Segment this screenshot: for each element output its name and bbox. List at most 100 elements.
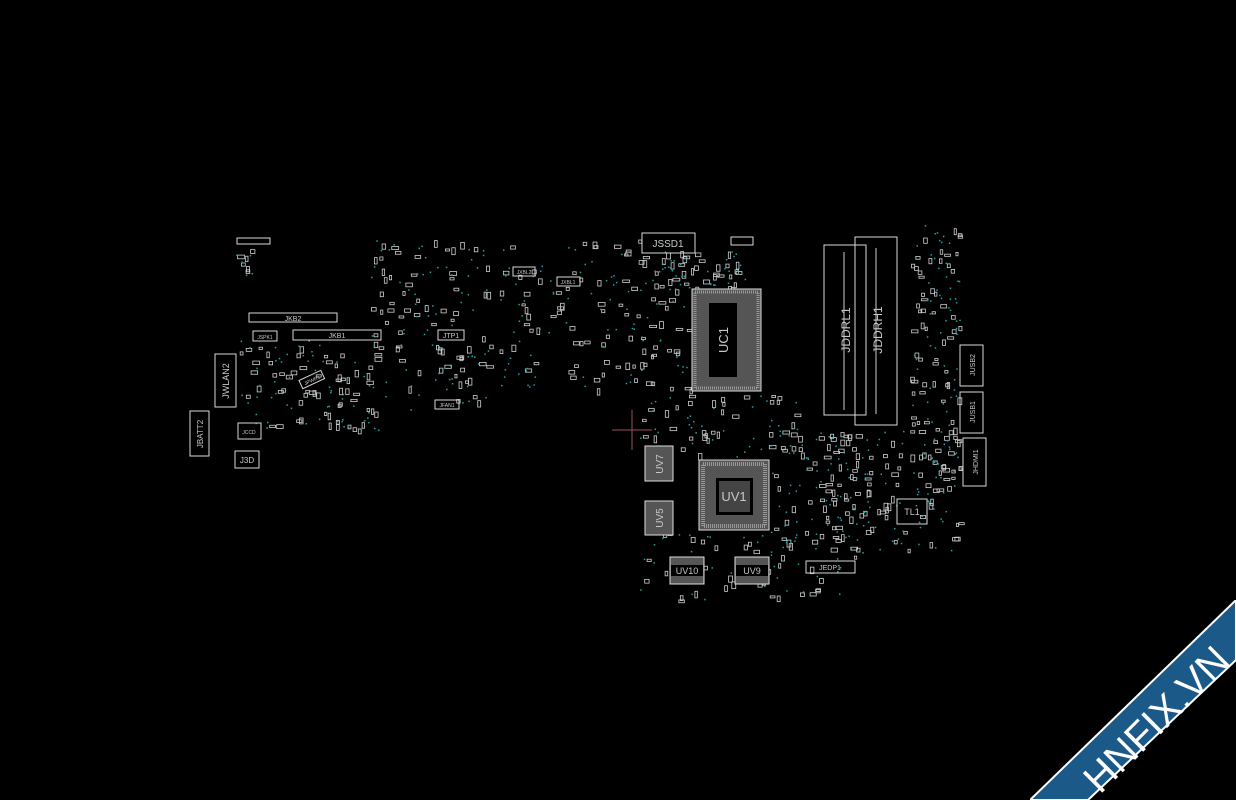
passive-component[interactable]: [706, 437, 710, 444]
passive-component[interactable]: [725, 263, 730, 269]
passive-component[interactable]: [925, 483, 932, 489]
passive-component[interactable]: [891, 440, 896, 448]
passive-component[interactable]: [869, 455, 874, 460]
passive-component[interactable]: [849, 516, 854, 524]
passive-component[interactable]: [835, 525, 843, 531]
passive-component[interactable]: [572, 271, 577, 276]
passive-component[interactable]: [953, 435, 958, 440]
passive-component[interactable]: [290, 370, 298, 376]
passive-component[interactable]: [536, 327, 541, 335]
passive-component[interactable]: [345, 388, 350, 395]
passive-component[interactable]: [325, 360, 333, 365]
passive-component[interactable]: [830, 433, 835, 440]
passive-component[interactable]: [237, 254, 245, 260]
passive-component[interactable]: [597, 302, 606, 307]
passive-component[interactable]: [341, 377, 346, 382]
passive-component[interactable]: [794, 413, 802, 418]
passive-component[interactable]: [891, 472, 899, 477]
passive-component[interactable]: [825, 520, 831, 524]
passive-component[interactable]: [449, 277, 455, 281]
passive-component[interactable]: [919, 454, 923, 461]
passive-component[interactable]: [879, 510, 886, 515]
passive-component[interactable]: [938, 258, 943, 264]
passive-component[interactable]: [593, 377, 601, 383]
passive-component[interactable]: [911, 416, 917, 420]
passive-component[interactable]: [716, 264, 721, 272]
passive-component[interactable]: [825, 483, 834, 487]
passive-component[interactable]: [636, 314, 641, 319]
passive-component[interactable]: [870, 526, 875, 534]
passive-component[interactable]: [252, 360, 260, 366]
passive-component[interactable]: [757, 583, 763, 588]
passive-component[interactable]: [910, 430, 916, 434]
passive-component[interactable]: [679, 595, 684, 601]
passive-component[interactable]: [524, 307, 529, 315]
passive-component[interactable]: [841, 534, 845, 542]
passive-component[interactable]: [682, 256, 688, 264]
passive-component[interactable]: [646, 558, 652, 562]
passive-component[interactable]: [431, 322, 437, 327]
passive-component[interactable]: [479, 361, 487, 367]
passive-component[interactable]: [815, 589, 821, 594]
component-JKB2[interactable]: JKB2: [248, 312, 338, 323]
passive-component[interactable]: [266, 351, 270, 359]
passive-component[interactable]: [944, 370, 949, 374]
passive-component[interactable]: [951, 476, 956, 480]
passive-component[interactable]: [929, 542, 934, 549]
passive-component[interactable]: [625, 249, 632, 253]
component-JUSB1[interactable]: JUSB1: [959, 391, 984, 434]
passive-component[interactable]: [769, 595, 776, 599]
passive-component[interactable]: [416, 298, 420, 303]
passive-component[interactable]: [451, 247, 456, 256]
passive-component[interactable]: [733, 282, 737, 289]
passive-component[interactable]: [651, 354, 654, 360]
passive-component[interactable]: [460, 367, 466, 373]
passive-component[interactable]: [819, 534, 825, 540]
passive-component[interactable]: [337, 403, 342, 408]
passive-component[interactable]: [489, 344, 494, 350]
component-JXBL2[interactable]: JXBL2: [512, 266, 536, 277]
passive-component[interactable]: [903, 531, 908, 535]
component-UV7[interactable]: UV7: [644, 445, 674, 482]
passive-component[interactable]: [453, 287, 460, 292]
passive-component[interactable]: [453, 311, 459, 316]
passive-component[interactable]: [618, 303, 624, 307]
passive-component[interactable]: [921, 292, 925, 297]
passive-component[interactable]: [938, 470, 942, 476]
passive-component[interactable]: [245, 255, 249, 263]
passive-component[interactable]: [511, 344, 517, 352]
passive-component[interactable]: [918, 430, 927, 434]
passive-component[interactable]: [518, 274, 523, 280]
passive-component[interactable]: [768, 444, 777, 450]
passive-component[interactable]: [774, 474, 779, 479]
passive-component[interactable]: [833, 500, 837, 507]
passive-component[interactable]: [279, 372, 285, 376]
passive-component[interactable]: [648, 408, 655, 412]
passive-component[interactable]: [521, 303, 526, 307]
passive-component[interactable]: [374, 257, 378, 265]
passive-component[interactable]: [823, 505, 827, 513]
passive-component[interactable]: [952, 537, 960, 542]
passive-component[interactable]: [914, 352, 920, 359]
component-JHDMI1[interactable]: JHDMI1: [962, 437, 987, 487]
passive-component[interactable]: [410, 273, 418, 277]
passive-component[interactable]: [951, 469, 956, 474]
passive-component[interactable]: [918, 275, 925, 279]
passive-component[interactable]: [454, 374, 458, 379]
passive-component[interactable]: [771, 395, 776, 398]
passive-component[interactable]: [381, 243, 387, 250]
passive-component[interactable]: [691, 268, 694, 276]
passive-component[interactable]: [574, 364, 579, 368]
passive-component[interactable]: [790, 432, 798, 438]
passive-component[interactable]: [366, 373, 371, 381]
passive-component[interactable]: [614, 244, 622, 249]
passive-component[interactable]: [716, 431, 721, 439]
component-UV9[interactable]: UV9: [734, 556, 770, 585]
passive-component[interactable]: [911, 391, 916, 396]
passive-component[interactable]: [337, 374, 342, 383]
passive-component[interactable]: [646, 381, 654, 386]
passive-component[interactable]: [533, 362, 540, 366]
passive-component[interactable]: [914, 266, 919, 271]
passive-component[interactable]: [675, 405, 679, 411]
passive-component[interactable]: [299, 346, 305, 354]
